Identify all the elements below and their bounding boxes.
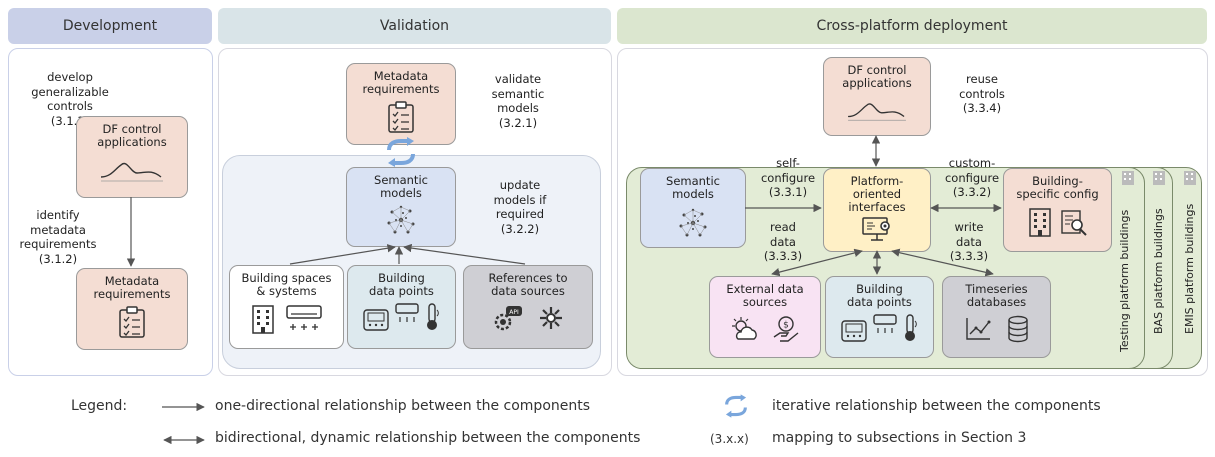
api-icon: API <box>494 306 522 331</box>
trend-chart-icon <box>965 318 990 340</box>
legend-title: Legend: <box>71 398 128 414</box>
building-icon <box>1028 208 1051 237</box>
legend-one-dir-arrow <box>162 402 205 412</box>
thermostat-icon <box>840 320 867 342</box>
header-validation-label: Validation <box>379 18 450 34</box>
legend-mapping-key: (3.x.x) <box>710 432 749 446</box>
deployment-arrows <box>745 135 1002 277</box>
gear-icon <box>540 307 562 329</box>
air-conditioner-icon <box>872 314 897 333</box>
clipboard-icon <box>119 306 145 338</box>
database-icon <box>1007 315 1028 343</box>
header-deployment: Cross-platform deployment <box>617 8 1207 44</box>
money-hand-icon: $ <box>773 316 799 342</box>
note-self-configure: self-configure (3.3.1) <box>760 156 816 199</box>
header-deployment-label: Cross-platform deployment <box>816 18 1008 34</box>
building-icon <box>1122 171 1134 185</box>
line-chart-icon <box>848 103 906 121</box>
dev-arrow <box>126 197 136 267</box>
cycle-arrows-icon <box>725 394 747 418</box>
weather-icon <box>732 317 757 340</box>
building-icon <box>1153 171 1165 185</box>
svg-text:API: API <box>509 309 519 316</box>
legend-iterative-text: iterative relationship between the compo… <box>772 398 1101 414</box>
building-icon <box>251 305 274 334</box>
legend-bi-dir-arrow <box>163 435 205 445</box>
building-search-icon <box>1060 210 1087 236</box>
note-custom-configure: custom-configure (3.3.2) <box>944 156 1000 199</box>
dep-specific-config-box: Building-specific config <box>1003 168 1112 252</box>
thermometer-icon <box>426 303 439 330</box>
legend-bi-dir-text: bidirectional, dynamic relationship betw… <box>215 430 641 446</box>
legend-mapping-text: mapping to subsections in Section 3 <box>772 430 1027 446</box>
air-conditioner-icon <box>285 305 322 330</box>
header-development: Development <box>8 8 212 44</box>
validation-arrows <box>289 243 526 265</box>
thermometer-icon <box>904 314 917 341</box>
air-conditioner-icon <box>394 303 419 322</box>
cycle-arrows-icon <box>387 137 415 167</box>
header-validation: Validation <box>218 8 611 44</box>
network-icon <box>679 208 707 237</box>
header-development-label: Development <box>62 18 158 34</box>
clipboard-icon <box>388 101 414 133</box>
legend-one-dir-text: one-directional relationship between the… <box>215 398 591 414</box>
line-chart-icon <box>100 162 163 182</box>
thermostat-icon <box>362 309 389 331</box>
val-spaces-box: Building spaces& systems <box>229 265 344 349</box>
network-icon <box>387 205 415 234</box>
svg-text:$: $ <box>783 321 789 331</box>
monitor-gear-icon <box>862 217 890 241</box>
building-icon <box>1184 171 1196 185</box>
